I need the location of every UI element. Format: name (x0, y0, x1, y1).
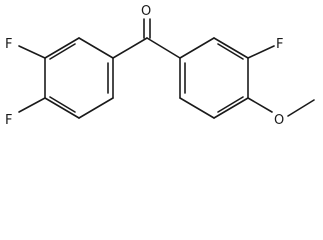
c-f-bond (18, 97, 46, 113)
aromatic-double-bond (49, 43, 76, 60)
structure-diagram: O F F F O (5, 4, 315, 128)
bond (44, 37, 80, 59)
bond (146, 37, 181, 59)
c-f-bond (247, 45, 275, 59)
bond (213, 97, 249, 119)
o-ch3-bond (287, 99, 315, 117)
bond (112, 37, 148, 59)
aromatic-double-bond (49, 96, 76, 113)
fluorine-label: F (276, 37, 283, 52)
methoxy-oxygen-label: O (274, 113, 284, 128)
aromatic-double-bond (217, 43, 244, 60)
carbonyl-group (112, 18, 181, 59)
aromatic-double-bond (217, 96, 244, 113)
c-f-bond (18, 45, 46, 59)
bond (179, 37, 215, 59)
fluorine-label: F (5, 37, 12, 52)
c-o-bond (247, 97, 273, 113)
right-phenyl-ring (179, 37, 249, 119)
bond (44, 97, 80, 119)
left-phenyl-ring (44, 37, 114, 119)
bond (179, 97, 215, 119)
bond (78, 37, 114, 59)
fluorine-label: F (5, 113, 12, 128)
bond (213, 37, 249, 59)
carbonyl-oxygen-label: O (141, 4, 151, 19)
bond (78, 97, 114, 119)
